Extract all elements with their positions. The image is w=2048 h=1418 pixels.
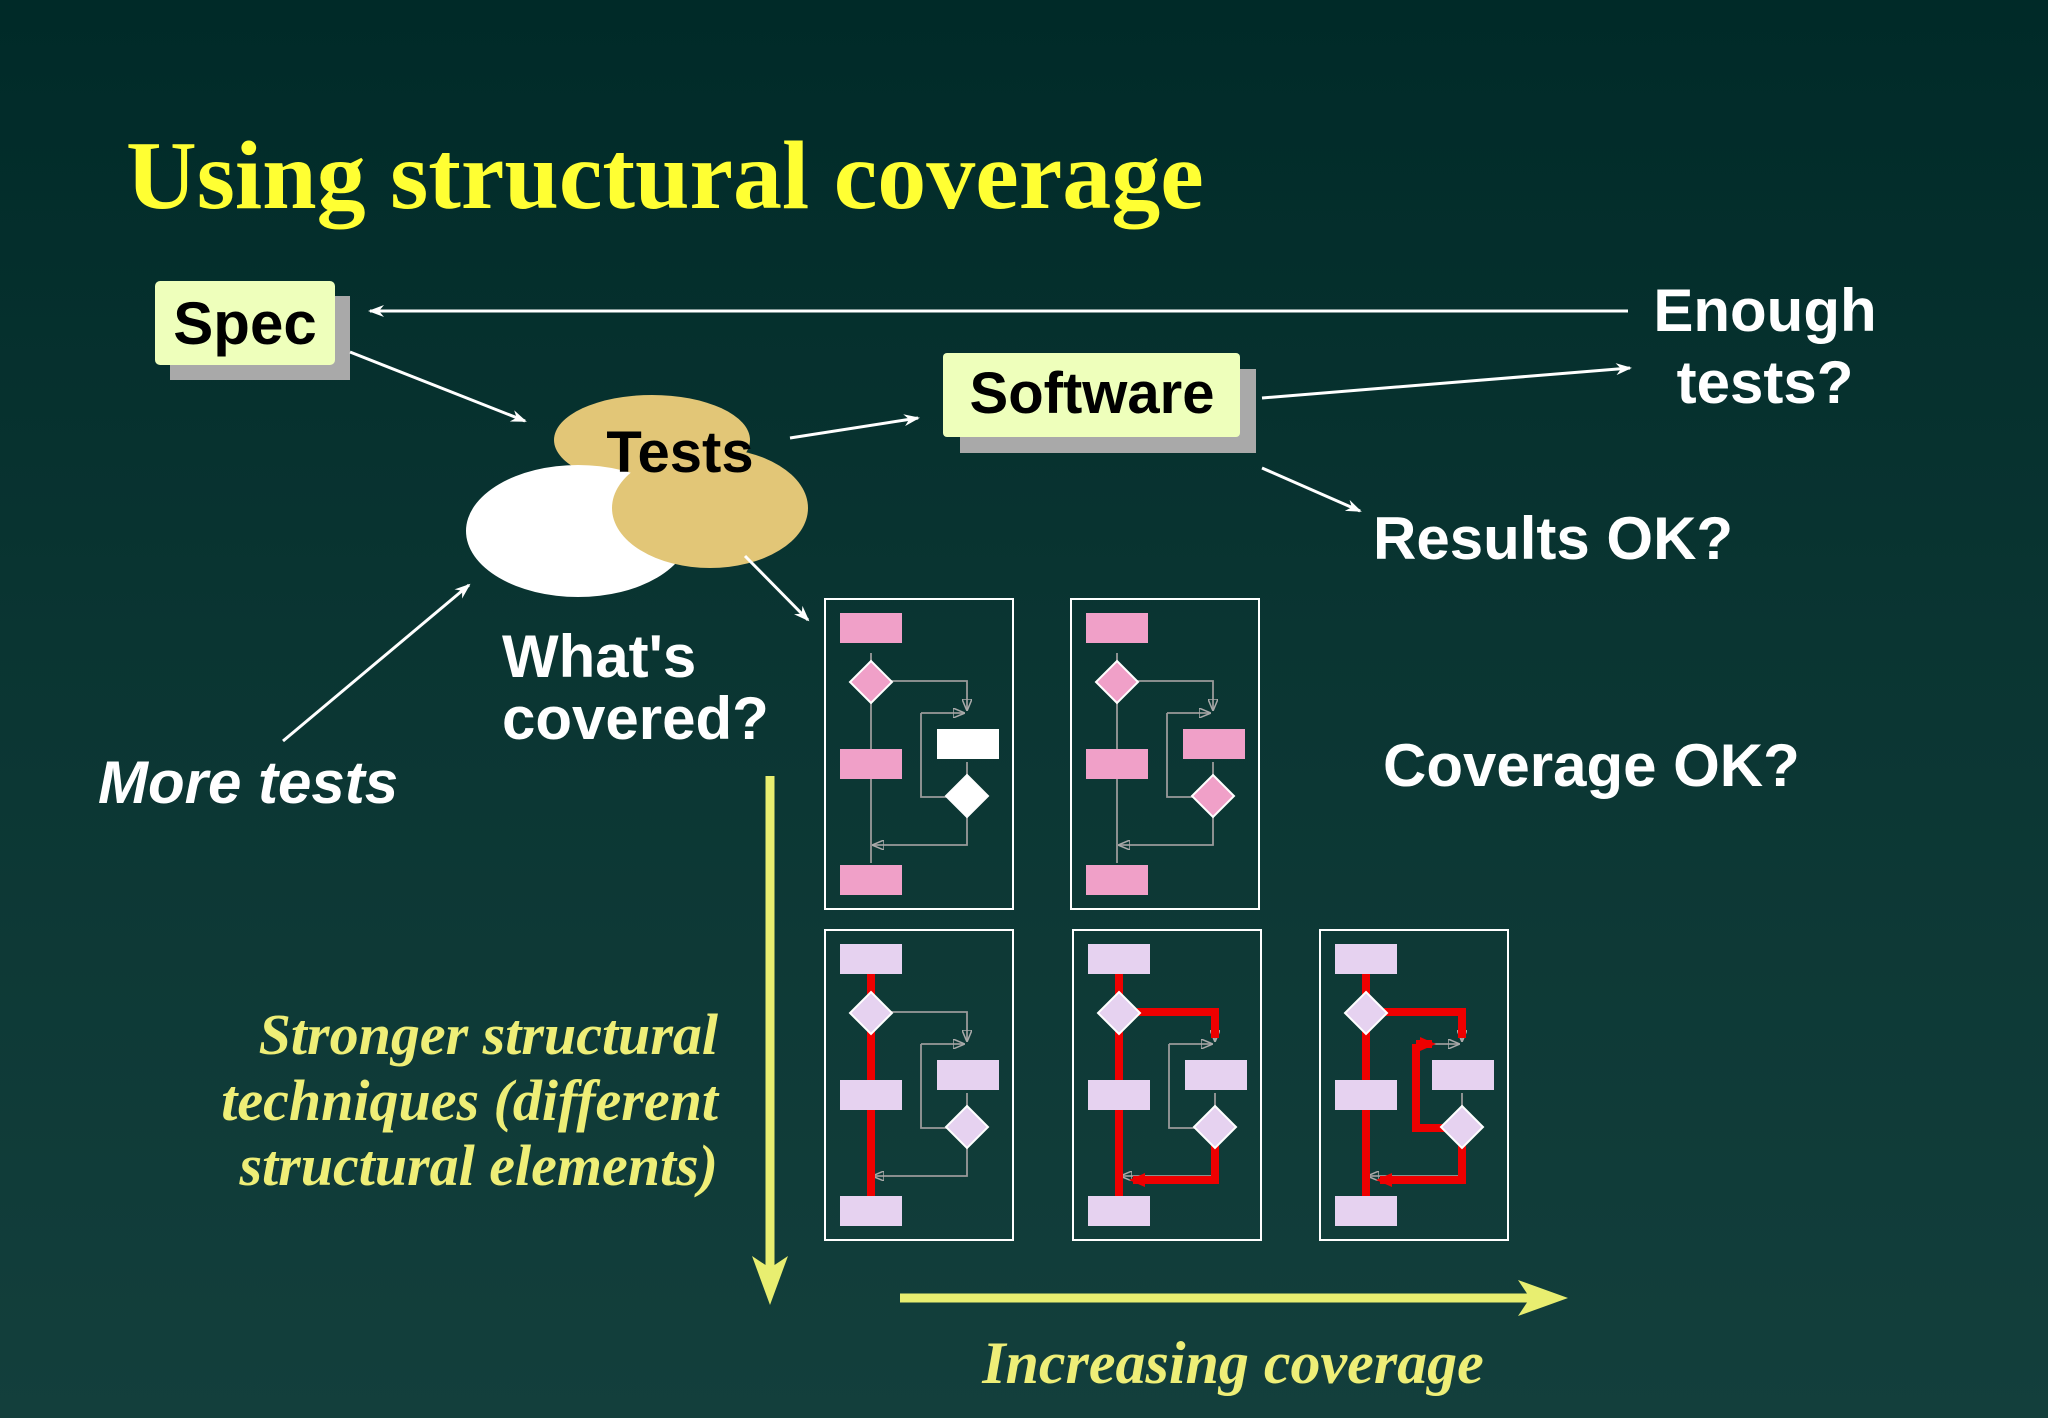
svg-text:What's: What's: [502, 623, 696, 690]
more-tests-arrow: [282, 583, 471, 743]
more-tests-label: More tests: [98, 749, 398, 816]
spec-box: Spec: [155, 281, 350, 380]
svg-text:covered?: covered?: [502, 685, 769, 752]
svg-text:Stronger structural: Stronger structural: [259, 1002, 719, 1067]
software-to-enough-arrow: [1261, 363, 1632, 400]
svg-text:techniques (different: techniques (different: [221, 1068, 720, 1133]
spec-to-tests-arrow: [349, 350, 527, 423]
spec-label: Spec: [173, 290, 316, 357]
tests-venn: Tests: [466, 395, 808, 597]
software-to-results-arrow: [1261, 466, 1362, 513]
svg-text:structural elements): structural elements): [238, 1133, 718, 1198]
page-title: Using structural coverage: [126, 122, 1204, 230]
flow-arrows: [282, 305, 1632, 743]
panel-bottom-2: [1072, 929, 1262, 1241]
stronger-techniques-caption: Stronger structural techniques (differen…: [221, 1002, 720, 1198]
coverage-axis-arrow: [900, 1280, 1568, 1316]
results-ok-label: Results OK?: [1373, 505, 1733, 572]
software-label: Software: [970, 361, 1215, 426]
svg-text:tests?: tests?: [1677, 349, 1854, 416]
tests-to-flowcharts-arrow: [743, 554, 810, 622]
whats-covered-label: What's covered?: [502, 623, 769, 752]
panel-top-1: [824, 598, 1014, 910]
stronger-axis-arrow: [752, 776, 788, 1305]
tests-to-software-arrow: [789, 414, 920, 440]
software-box: Software: [943, 353, 1256, 453]
panel-bottom-3: [1319, 929, 1509, 1241]
panel-bottom-1: [824, 929, 1014, 1241]
increasing-coverage-caption: Increasing coverage: [981, 1330, 1484, 1396]
svg-text:Enough: Enough: [1653, 277, 1876, 344]
enough-tests-label: Enough tests?: [1653, 277, 1876, 416]
panel-top-2: [1070, 598, 1260, 910]
tests-overlap-ellipse: [612, 448, 808, 568]
coverage-ok-label: Coverage OK?: [1383, 732, 1800, 799]
flowchart-panels: [824, 598, 1509, 1241]
tests-label: Tests: [606, 420, 753, 485]
